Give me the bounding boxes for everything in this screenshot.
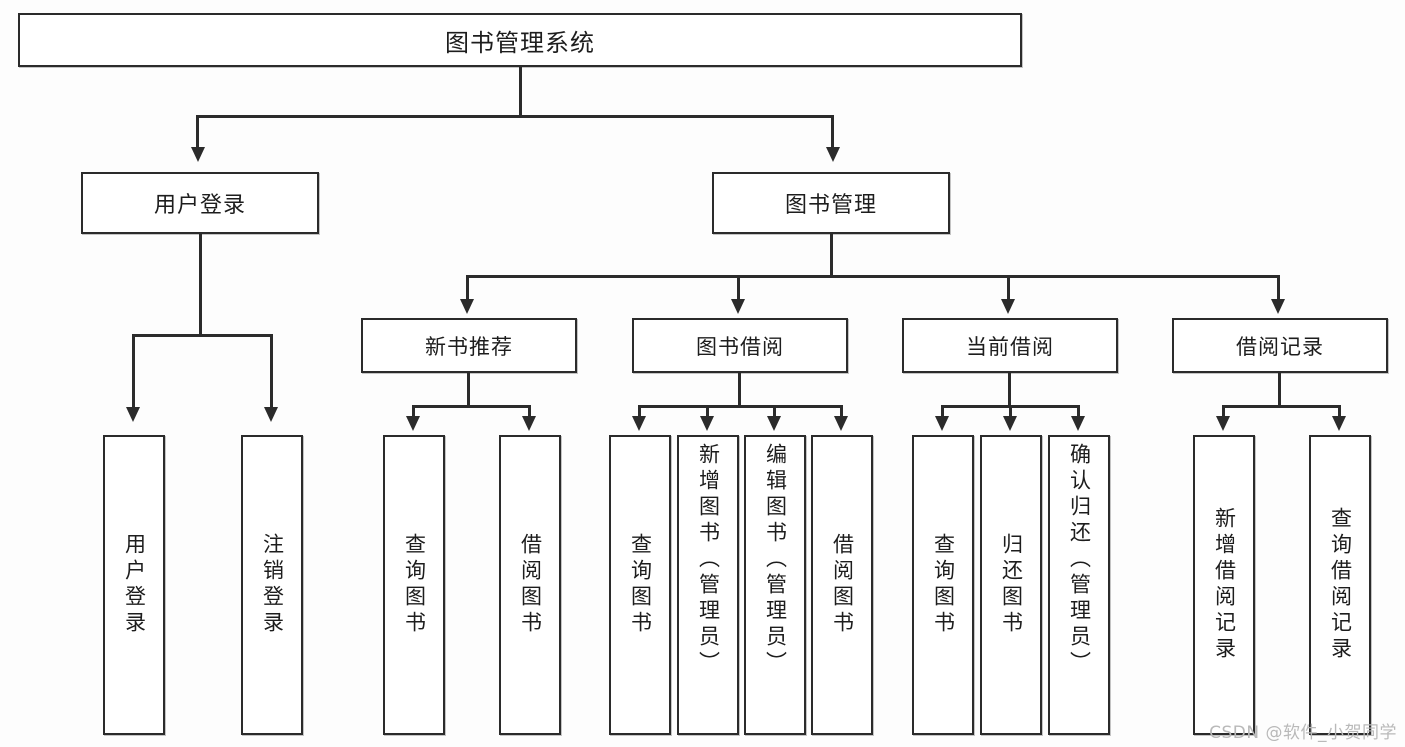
connector-book-manage-to-new-book xyxy=(466,275,469,300)
connector-current-borrow-stub xyxy=(1008,373,1011,406)
leaf-label: 新增借阅记录 xyxy=(1212,507,1237,663)
connector-borrow-record-stub xyxy=(1278,373,1281,406)
arrow-user-login-to-leaf-2 xyxy=(264,407,278,422)
connector-new-book-to-leaf-2 xyxy=(528,405,531,417)
arrow-book-manage-to-current xyxy=(1001,299,1015,314)
arrow-new-book-to-leaf-1 xyxy=(406,416,420,431)
connector-new-book-bar xyxy=(412,405,531,408)
connector-root-to-user-login xyxy=(196,115,199,147)
arrow-book-manage-to-record xyxy=(1271,299,1285,314)
node-label: 当前借阅 xyxy=(966,334,1054,359)
connector-book-borrow-stub xyxy=(738,373,741,406)
leaf-query-book-borrow[interactable]: 查询图书 xyxy=(609,435,671,735)
arrow-borrow-record-to-leaf-2 xyxy=(1332,416,1346,431)
connector-user-login-to-leaf-1 xyxy=(132,334,135,407)
node-new-book-recommend[interactable]: 新书推荐 xyxy=(361,318,577,373)
leaf-confirm-return-admin[interactable]: 确认归还（管理员） xyxy=(1048,435,1110,735)
node-label: 用户登录 xyxy=(153,193,246,218)
leaf-label: 用户登录 xyxy=(122,533,147,637)
connector-book-manage-to-record xyxy=(1277,275,1280,300)
connector-borrow-record-to-leaf-1 xyxy=(1222,405,1225,417)
leaf-label: 新增图书（管理员） xyxy=(696,443,721,677)
arrow-user-login-to-leaf-1 xyxy=(126,407,140,422)
leaf-query-book-recommend[interactable]: 查询图书 xyxy=(383,435,445,735)
leaf-label: 借阅图书 xyxy=(830,533,855,637)
connector-book-manage-to-borrow xyxy=(737,275,740,300)
arrow-book-borrow-to-leaf-3 xyxy=(767,416,781,431)
connector-book-borrow-bar xyxy=(638,405,843,408)
arrow-current-borrow-to-leaf-3 xyxy=(1071,416,1085,431)
arrow-current-borrow-to-leaf-2 xyxy=(1003,416,1017,431)
leaf-label: 编辑图书（管理员） xyxy=(763,443,788,677)
leaf-borrow-book[interactable]: 借阅图书 xyxy=(811,435,873,735)
leaf-borrow-book-recommend[interactable]: 借阅图书 xyxy=(499,435,561,735)
node-label: 新书推荐 xyxy=(425,334,513,359)
leaf-user-logout[interactable]: 注销登录 xyxy=(241,435,303,735)
leaf-label: 查询图书 xyxy=(402,533,427,637)
connector-root-to-book-manage xyxy=(831,115,834,147)
connector-new-book-stub xyxy=(467,373,470,406)
connector-user-login-to-leaf-2 xyxy=(270,334,273,407)
connector-user-login-stub xyxy=(199,234,202,335)
connector-current-borrow-to-leaf-3 xyxy=(1077,405,1080,417)
leaf-query-borrow-record[interactable]: 查询借阅记录 xyxy=(1309,435,1371,735)
node-current-borrow[interactable]: 当前借阅 xyxy=(902,318,1118,373)
connector-book-borrow-to-leaf-3 xyxy=(773,405,776,417)
connector-book-manage-to-current xyxy=(1007,275,1010,300)
leaf-label: 查询图书 xyxy=(931,533,956,637)
leaf-label: 确认归还（管理员） xyxy=(1067,443,1092,677)
leaf-add-book-admin[interactable]: 新增图书（管理员） xyxy=(677,435,739,735)
leaf-label: 借阅图书 xyxy=(518,533,543,637)
leaf-edit-book-admin[interactable]: 编辑图书（管理员） xyxy=(744,435,806,735)
arrow-book-borrow-to-leaf-1 xyxy=(632,416,646,431)
connector-user-login-bar xyxy=(132,334,273,337)
node-label: 图书借阅 xyxy=(696,334,784,359)
leaf-label: 归还图书 xyxy=(999,533,1024,637)
node-book-management[interactable]: 图书管理 xyxy=(712,172,950,234)
node-book-borrow[interactable]: 图书借阅 xyxy=(632,318,848,373)
leaf-query-book-current[interactable]: 查询图书 xyxy=(912,435,974,735)
connector-borrow-record-to-leaf-2 xyxy=(1338,405,1341,417)
leaf-user-login[interactable]: 用户登录 xyxy=(103,435,165,735)
node-label: 图书管理 xyxy=(784,193,877,218)
connector-book-borrow-to-leaf-1 xyxy=(638,405,641,417)
node-label: 借阅记录 xyxy=(1236,334,1324,359)
leaf-label: 注销登录 xyxy=(260,533,285,637)
connector-root-stub xyxy=(519,67,522,115)
arrow-new-book-to-leaf-2 xyxy=(522,416,536,431)
connector-book-manage-stub xyxy=(830,234,833,276)
leaf-add-borrow-record[interactable]: 新增借阅记录 xyxy=(1193,435,1255,735)
node-label: 图书管理系统 xyxy=(445,28,595,57)
arrow-book-manage-to-new-book xyxy=(460,299,474,314)
node-root-system[interactable]: 图书管理系统 xyxy=(18,13,1022,67)
arrow-root-to-user-login xyxy=(191,147,205,162)
leaf-label: 查询图书 xyxy=(628,533,653,637)
node-borrow-record[interactable]: 借阅记录 xyxy=(1172,318,1388,373)
connector-book-manage-bar xyxy=(466,275,1280,278)
arrow-current-borrow-to-leaf-1 xyxy=(935,416,949,431)
connector-current-borrow-to-leaf-1 xyxy=(941,405,944,417)
leaf-label: 查询借阅记录 xyxy=(1328,507,1353,663)
csdn-watermark: CSDN @软件_小贺同学 xyxy=(1209,723,1397,743)
arrow-book-borrow-to-leaf-4 xyxy=(834,416,848,431)
arrow-borrow-record-to-leaf-1 xyxy=(1216,416,1230,431)
arrow-book-borrow-to-leaf-2 xyxy=(700,416,714,431)
connector-root-bar xyxy=(196,115,834,118)
arrow-root-to-book-manage xyxy=(826,147,840,162)
arrow-book-manage-to-borrow xyxy=(731,299,745,314)
connector-current-borrow-to-leaf-2 xyxy=(1009,405,1012,417)
connector-book-borrow-to-leaf-4 xyxy=(840,405,843,417)
connector-book-borrow-to-leaf-2 xyxy=(706,405,709,417)
connector-borrow-record-bar xyxy=(1222,405,1341,408)
leaf-return-book[interactable]: 归还图书 xyxy=(980,435,1042,735)
connector-new-book-to-leaf-1 xyxy=(412,405,415,417)
node-user-login[interactable]: 用户登录 xyxy=(81,172,319,234)
